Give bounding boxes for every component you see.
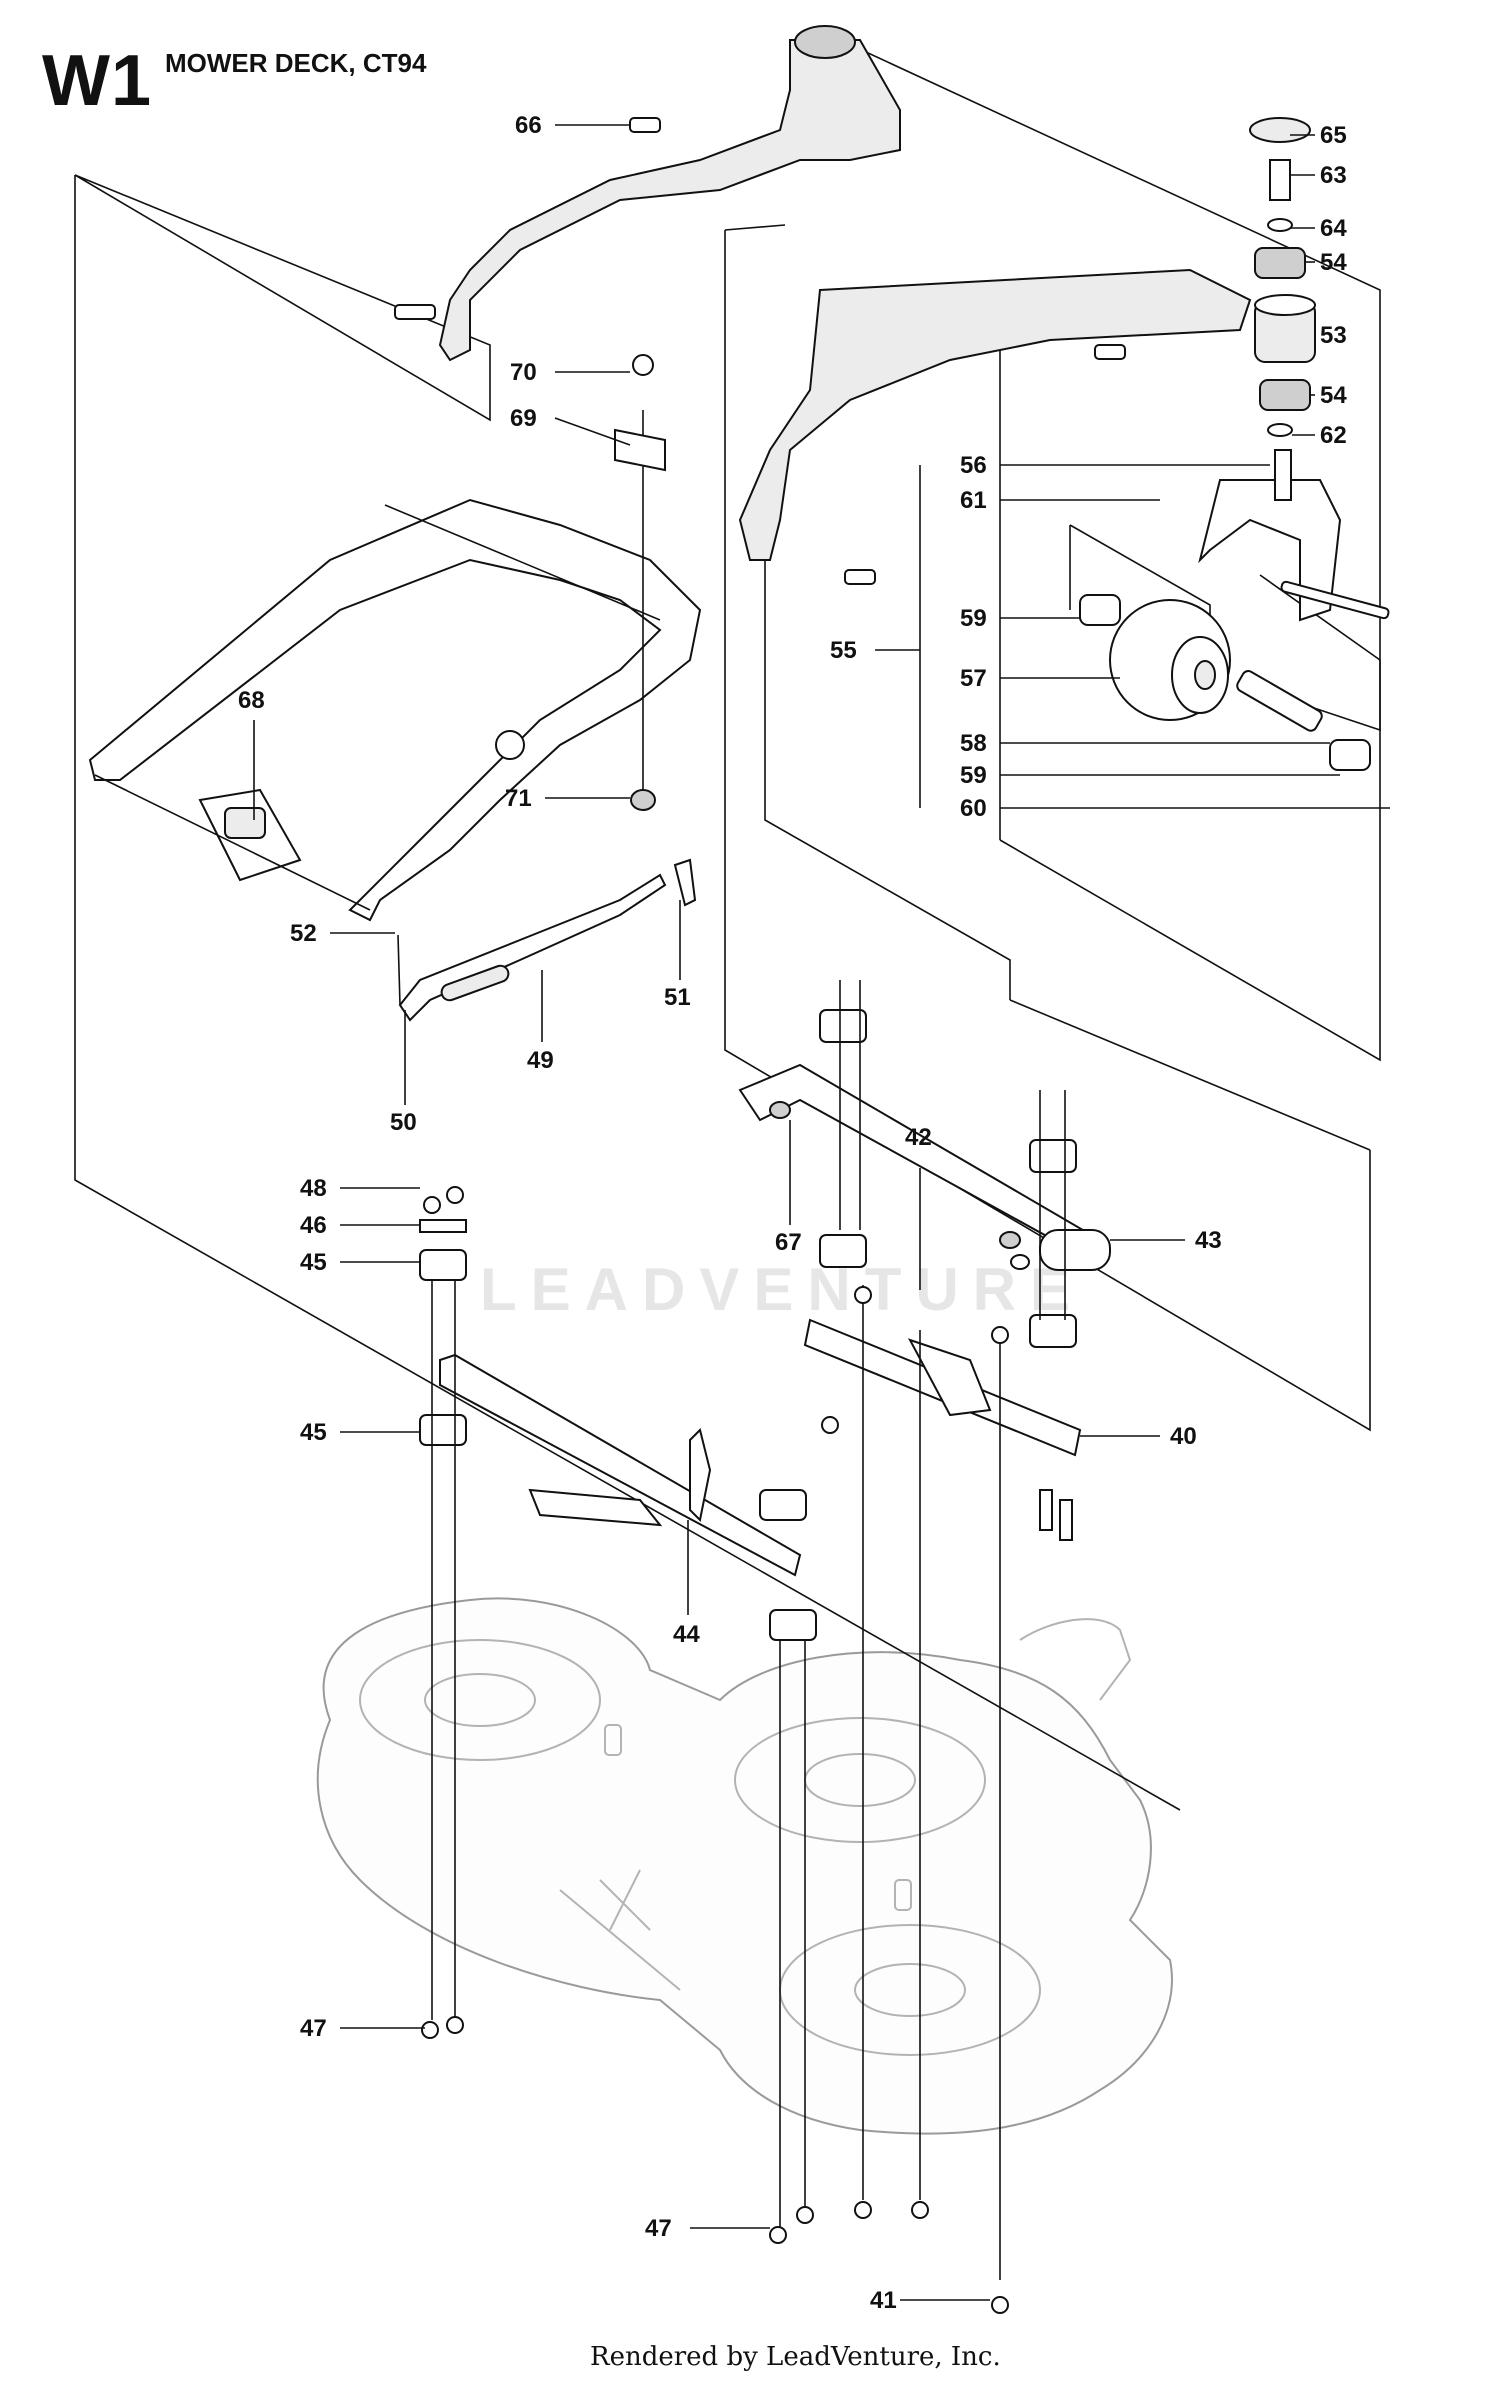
callout-49: 49 — [527, 1047, 554, 1074]
callout-40: 40 — [1170, 1423, 1197, 1450]
leader-lines — [253, 124, 1390, 2301]
callout-50: 50 — [390, 1109, 417, 1136]
mounting-rods — [431, 410, 1066, 2280]
front-hanger-frame — [88, 498, 702, 922]
callout-45: 45 — [300, 1249, 327, 1276]
diagram-title: MOWER DECK, CT94 — [165, 48, 427, 78]
callout-47: 47 — [645, 2215, 672, 2242]
callout-60: 60 — [960, 795, 987, 822]
callout-64: 64 — [1320, 215, 1347, 242]
callout-labels: 66 65 63 64 54 53 54 62 70 69 56 61 59 5… — [238, 112, 1347, 2314]
callout-56: 56 — [960, 452, 987, 479]
linkage-rod — [397, 858, 697, 1022]
callout-45: 45 — [300, 1419, 327, 1446]
callout-47: 47 — [300, 2015, 327, 2042]
callout-67: 67 — [775, 1229, 802, 1256]
callout-62: 62 — [1320, 422, 1347, 449]
callout-69: 69 — [510, 405, 537, 432]
callout-44: 44 — [673, 1621, 700, 1648]
callout-43: 43 — [1195, 1227, 1222, 1254]
callout-61: 61 — [960, 487, 987, 514]
callout-41: 41 — [870, 2287, 897, 2314]
callout-59: 59 — [960, 762, 987, 789]
upper-lift-arm — [394, 25, 1252, 585]
callout-54: 54 — [1320, 382, 1347, 409]
footer-credit: Rendered by LeadVenture, Inc. — [590, 2342, 1001, 2372]
callout-52: 52 — [290, 920, 317, 947]
callout-59: 59 — [960, 605, 987, 632]
callout-55: 55 — [830, 637, 857, 664]
callout-54: 54 — [1320, 249, 1347, 276]
callout-46: 46 — [300, 1212, 327, 1239]
callout-51: 51 — [664, 984, 691, 1011]
hardware — [419, 354, 1073, 2314]
callout-57: 57 — [960, 665, 987, 692]
callout-53: 53 — [1320, 322, 1347, 349]
diagram-code: W1 — [42, 41, 152, 121]
callout-42: 42 — [905, 1124, 932, 1151]
mower-deck — [316, 1597, 1173, 2135]
callout-70: 70 — [510, 359, 537, 386]
rear-shaft-assembly — [738, 1009, 1111, 1457]
assembly-boundary-lines — [74, 39, 1381, 1811]
front-shaft-assembly — [419, 1249, 817, 1641]
caster-wheel-assembly — [1079, 117, 1390, 771]
callout-71: 71 — [505, 785, 532, 812]
callout-63: 63 — [1320, 162, 1347, 189]
watermark: LEADVENTURE — [480, 1256, 1085, 1323]
callout-58: 58 — [960, 730, 987, 757]
callout-48: 48 — [300, 1175, 327, 1202]
callout-66: 66 — [515, 112, 542, 139]
callout-65: 65 — [1320, 122, 1347, 149]
callout-68: 68 — [238, 687, 265, 714]
